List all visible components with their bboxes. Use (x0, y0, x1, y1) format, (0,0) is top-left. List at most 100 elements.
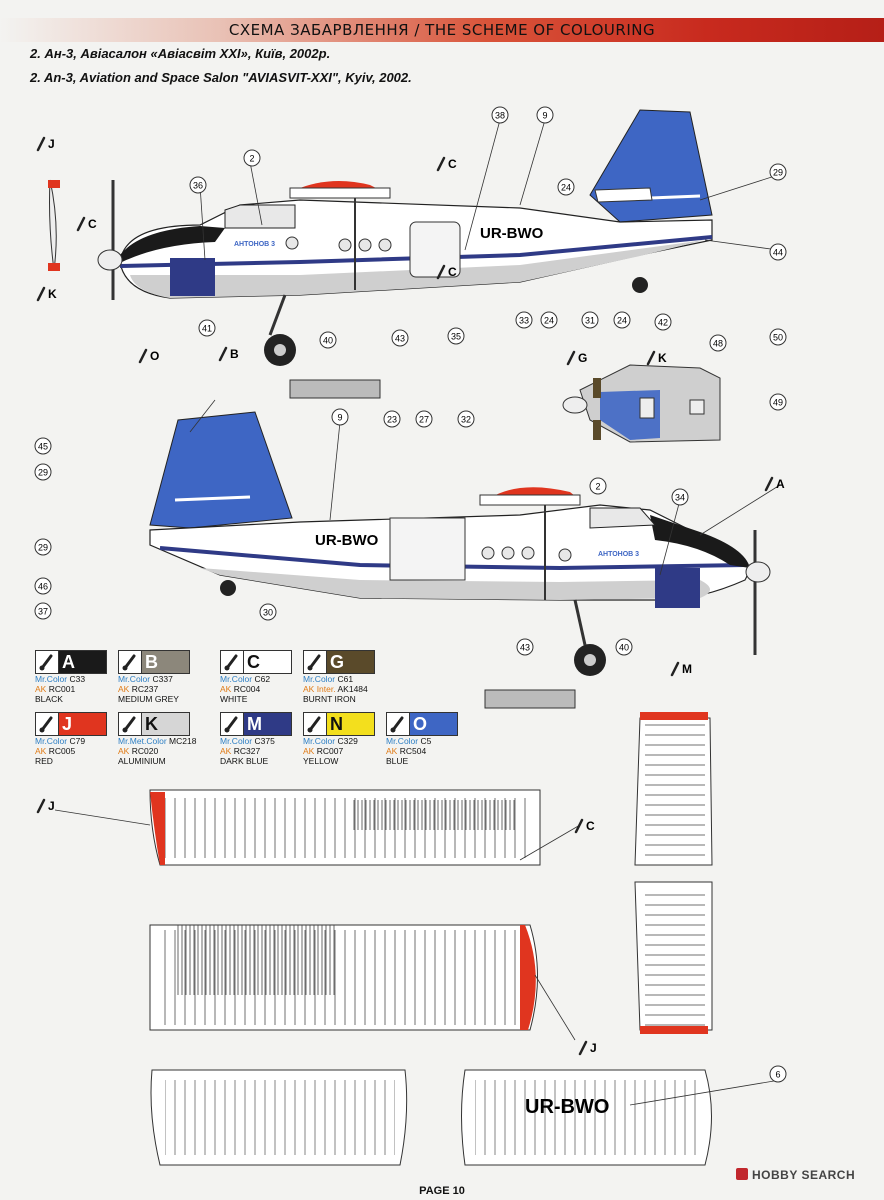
svg-text:C: C (88, 217, 97, 231)
callout-38: 38 (491, 106, 509, 124)
callout-49: 49 (769, 393, 787, 411)
callout-45: 45 (34, 437, 52, 455)
svg-text:K: K (48, 287, 57, 301)
swatch-color-box: C (220, 650, 292, 674)
svg-text:J: J (48, 137, 55, 151)
brush-icon (36, 713, 59, 735)
svg-text:35: 35 (451, 332, 461, 342)
subtitle-english: 2. An-3, Aviation and Space Salon "AVIAS… (30, 70, 412, 85)
ak-code: AK RC007 (303, 746, 344, 756)
mr-color-code: Mr.Color C5 (386, 736, 432, 746)
callout-50: 50 (769, 328, 787, 346)
svg-text:31: 31 (585, 316, 595, 326)
svg-text:2: 2 (249, 154, 254, 164)
svg-text:50: 50 (773, 333, 783, 343)
swatch-color-box: J (35, 712, 107, 736)
brush-icon (574, 818, 584, 834)
color-marker-J: J (36, 136, 55, 152)
svg-text:40: 40 (619, 643, 629, 653)
color-marker-K: K (36, 286, 57, 302)
svg-text:32: 32 (461, 415, 471, 425)
color-marker-C: C (574, 818, 595, 834)
mr-color-code: Mr.Met.Color MC218 (118, 736, 197, 746)
svg-text:46: 46 (38, 582, 48, 592)
registration-wing: UR-BWO (525, 1096, 609, 1118)
swatch-letter: C (247, 652, 260, 672)
brush-icon (304, 713, 327, 735)
swatch-color-box: N (303, 712, 375, 736)
svg-text:27: 27 (419, 415, 429, 425)
ak-code: AK RC504 (386, 746, 427, 756)
svg-text:34: 34 (675, 493, 685, 503)
svg-text:29: 29 (38, 543, 48, 553)
svg-text:41: 41 (202, 324, 212, 334)
callout-36: 36 (189, 176, 207, 194)
ak-code: AK RC327 (220, 746, 261, 756)
brush-icon (436, 156, 446, 172)
color-marker-G: G (566, 350, 587, 366)
lower-wing-underside-right (461, 1069, 712, 1166)
svg-text:C: C (448, 265, 457, 279)
color-name: BLUE (386, 756, 409, 766)
mr-color-code: Mr.Color C33 (35, 674, 86, 684)
svg-text:2: 2 (595, 482, 600, 492)
callout-35: 35 (447, 327, 465, 345)
svg-text:B: B (230, 347, 239, 361)
color-marker-C: C (436, 264, 457, 280)
brush-icon (36, 651, 59, 673)
svg-text:30: 30 (263, 608, 273, 618)
callout-43: 43 (391, 329, 409, 347)
page-title: СХЕМА ЗАБАРВЛЕННЯ / THE SCHEME OF COLOUR… (228, 21, 656, 39)
brush-icon (36, 136, 46, 152)
side-view-right (97, 109, 713, 366)
color-marker-C: C (436, 156, 457, 172)
part-43-bottom (484, 689, 576, 709)
propeller-detail (48, 179, 60, 271)
upper-wing-top (149, 789, 541, 866)
svg-text:C: C (586, 819, 595, 833)
svg-text:C: C (448, 157, 457, 171)
svg-text:40: 40 (323, 336, 333, 346)
mr-color-code: Mr.Color C61 (303, 674, 354, 684)
svg-text:29: 29 (38, 468, 48, 478)
swatch-letter: M (247, 714, 262, 734)
color-name: DARK BLUE (220, 756, 269, 766)
swatch-letter: N (330, 714, 343, 734)
svg-text:M: M (682, 662, 692, 676)
svg-text:37: 37 (38, 607, 48, 617)
color-marker-M: M (670, 661, 692, 677)
watermark: HOBBY SEARCH (736, 1168, 855, 1182)
brush-icon (764, 476, 774, 492)
ak-code: AK RC020 (118, 746, 159, 756)
color-marker-J: J (578, 1040, 597, 1056)
svg-text:K: K (658, 351, 667, 365)
brush-icon (387, 713, 410, 735)
brush-icon (566, 350, 576, 366)
swatch-color-box: K (118, 712, 190, 736)
brush-icon (646, 350, 656, 366)
swatch-letter: B (145, 652, 158, 672)
callout-2: 2 (243, 149, 261, 167)
callout-2: 2 (589, 477, 607, 495)
svg-text:43: 43 (520, 643, 530, 653)
header: СХЕМА ЗАБАРВЛЕННЯ / THE SCHEME OF COLOUR… (0, 0, 884, 58)
ak-code: AK RC004 (220, 684, 261, 694)
callout-40: 40 (615, 638, 633, 656)
svg-text:24: 24 (617, 316, 627, 326)
svg-text:44: 44 (773, 248, 783, 258)
lower-wing-underside-left (150, 1069, 408, 1166)
callout-41: 41 (198, 319, 216, 337)
color-name: WHITE (220, 694, 248, 704)
swatch-color-box: O (386, 712, 458, 736)
swatch-color-box: B (118, 650, 190, 674)
svg-text:6: 6 (775, 1070, 780, 1080)
mr-color-code: Mr.Color C79 (35, 736, 86, 746)
swatch-color-box: G (303, 650, 375, 674)
